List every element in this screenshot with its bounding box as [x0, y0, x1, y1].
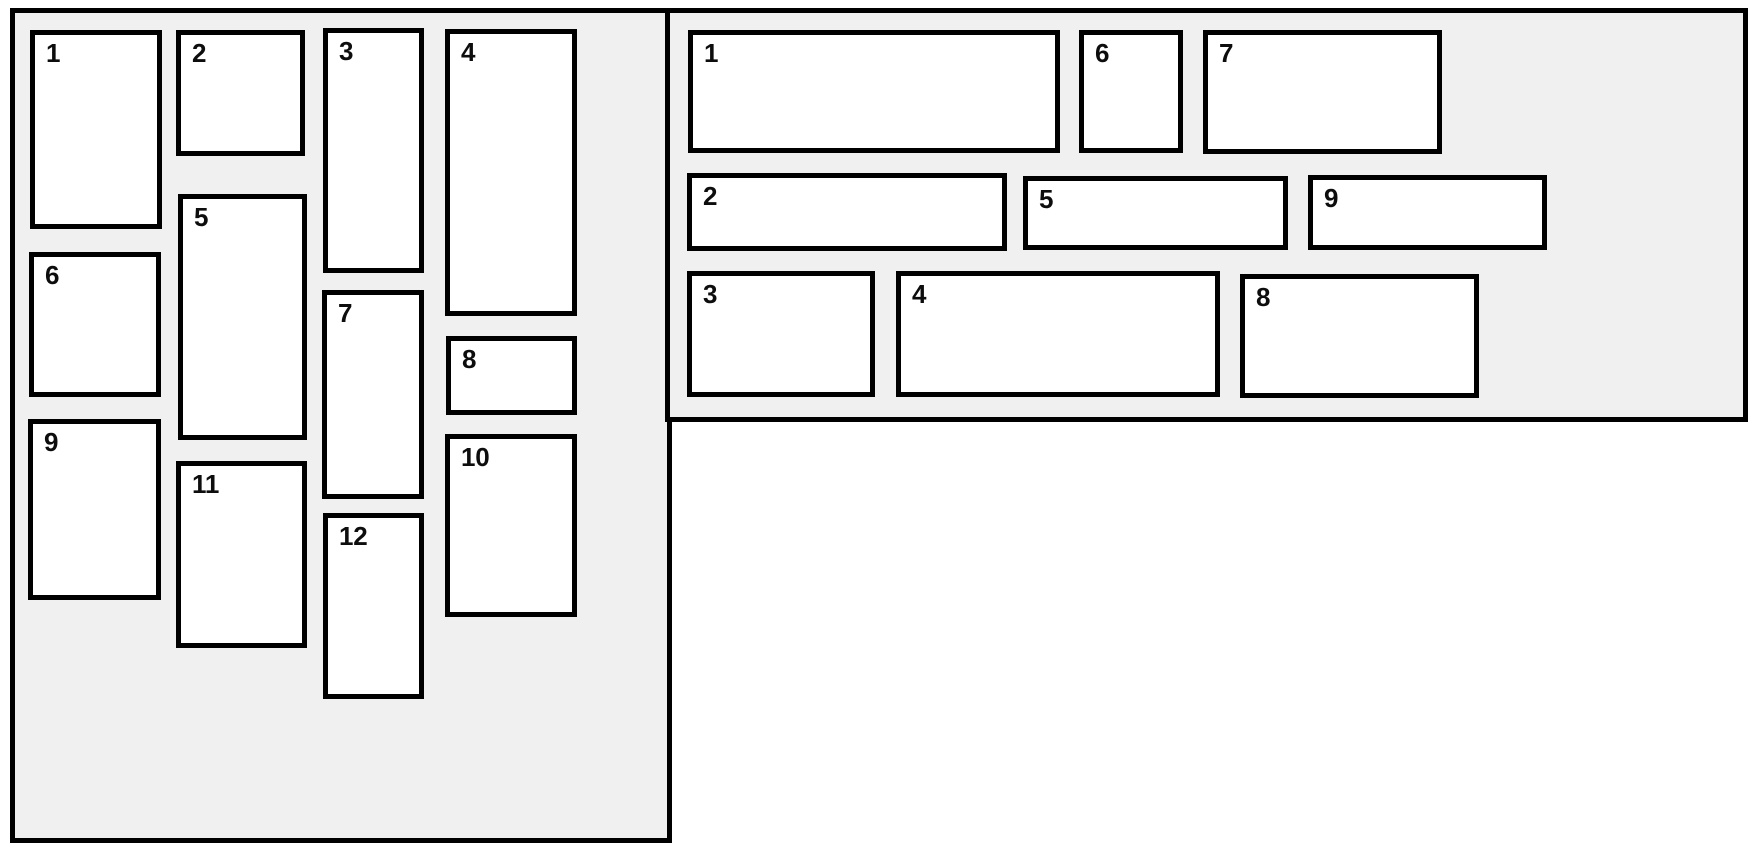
layout-box-6[interactable]: 6: [1079, 30, 1183, 153]
layout-box-label: 4: [461, 37, 476, 67]
layout-box-1[interactable]: 1: [688, 30, 1060, 153]
layout-box-label: 2: [703, 181, 718, 211]
layout-box-2[interactable]: 2: [176, 30, 305, 156]
layout-box-11[interactable]: 11: [176, 461, 307, 648]
layout-box-label: 11: [192, 469, 220, 499]
layout-box-label: 6: [1095, 38, 1110, 68]
layout-box-8[interactable]: 8: [1240, 274, 1479, 398]
layout-box-label: 12: [339, 521, 368, 551]
layout-box-4[interactable]: 4: [445, 29, 577, 316]
layout-box-label: 8: [1256, 282, 1271, 312]
layout-box-8[interactable]: 8: [446, 336, 577, 415]
layout-box-7[interactable]: 7: [322, 290, 424, 499]
right-panel: 1 6 7 2 5 9 3 4 8: [665, 8, 1748, 422]
layout-box-label: 4: [912, 279, 927, 309]
layout-box-7[interactable]: 7: [1203, 30, 1442, 154]
layout-box-label: 10: [461, 442, 490, 472]
layout-box-1[interactable]: 1: [30, 30, 162, 229]
layout-box-2[interactable]: 2: [687, 173, 1007, 251]
layout-box-label: 7: [338, 298, 353, 328]
layout-box-label: 5: [1039, 184, 1054, 214]
layout-box-label: 6: [45, 260, 60, 290]
layout-box-label: 3: [339, 36, 354, 66]
layout-box-10[interactable]: 10: [445, 434, 577, 617]
layout-box-label: 7: [1219, 38, 1234, 68]
layout-box-6[interactable]: 6: [29, 252, 161, 397]
layout-box-4[interactable]: 4: [896, 271, 1220, 397]
layout-box-label: 1: [46, 38, 61, 68]
layout-box-label: 2: [192, 38, 207, 68]
layout-box-label: 3: [703, 279, 718, 309]
layout-box-label: 5: [194, 202, 209, 232]
layout-box-label: 9: [1324, 183, 1339, 213]
layout-box-label: 1: [704, 38, 719, 68]
layout-box-label: 9: [44, 427, 59, 457]
layout-box-label: 8: [462, 344, 477, 374]
layout-box-3[interactable]: 3: [323, 28, 424, 273]
layout-box-9[interactable]: 9: [28, 419, 161, 600]
layout-box-5[interactable]: 5: [178, 194, 307, 440]
layout-box-12[interactable]: 12: [323, 513, 424, 699]
layout-box-3[interactable]: 3: [687, 271, 875, 397]
layout-box-5[interactable]: 5: [1023, 176, 1288, 250]
layout-box-9[interactable]: 9: [1308, 175, 1547, 250]
